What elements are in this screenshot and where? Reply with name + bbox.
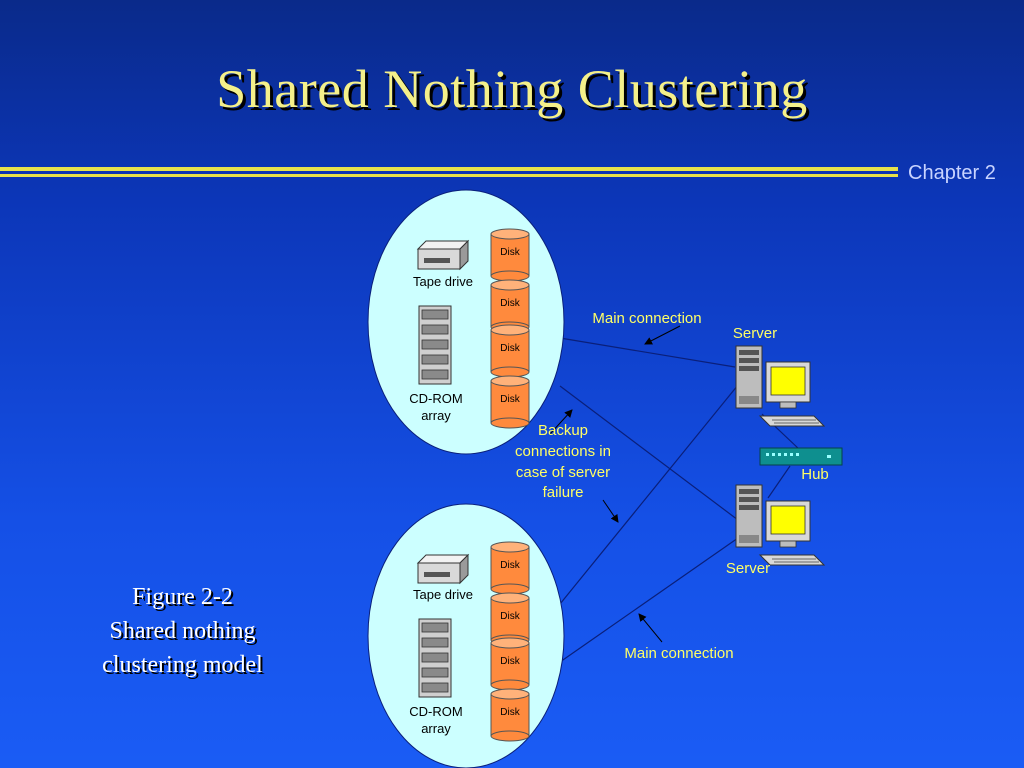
title-rule-lower — [0, 174, 898, 177]
backup-connection-line-bottom — [559, 384, 739, 605]
main-connection-label-bottom: Main connection — [624, 645, 733, 662]
node-bottom-boundary — [367, 503, 565, 768]
disk-label: Disk — [500, 611, 520, 622]
tape-drive-label: Tape drive — [413, 274, 473, 289]
backup-connection-line-top — [559, 385, 739, 521]
cdrom-array-label-line1: CD-ROM — [409, 704, 462, 719]
main-connection-line-bottom — [559, 537, 739, 663]
title-rule — [0, 167, 898, 171]
backup-label-line2: connections in — [515, 443, 611, 460]
disk-label: Disk — [500, 656, 520, 667]
slide-title: Shared Nothing Clustering — [216, 59, 808, 119]
server-bottom-label: Server — [726, 560, 770, 577]
hub-label: Hub — [801, 466, 829, 483]
cdrom-array-label-line2: array — [421, 721, 451, 736]
backup-arrow-down — [602, 499, 619, 523]
server-top-label: Server — [733, 325, 777, 342]
disk-label: Disk — [500, 707, 520, 718]
hub-link-bottom — [767, 465, 791, 499]
caption-line-1: Figure 2-2 — [132, 584, 233, 610]
main-connection-line-top — [559, 337, 736, 368]
cdrom-array-label-line2: array — [421, 408, 451, 423]
server-top-icon — [735, 345, 825, 427]
disk-label: Disk — [500, 394, 520, 405]
cdrom-array-label-line1: CD-ROM — [409, 391, 462, 406]
caption-line-2: Shared nothing — [109, 618, 256, 644]
tape-drive-label: Tape drive — [413, 587, 473, 602]
backup-label-line4: failure — [543, 484, 584, 501]
disk-label: Disk — [500, 560, 520, 571]
tape-drive-icon — [417, 240, 469, 270]
tape-drive-icon — [417, 554, 469, 584]
chapter-label: Chapter 2 — [908, 162, 996, 184]
backup-label-line3: case of server — [516, 464, 610, 481]
node-top-boundary — [367, 189, 565, 455]
caption-line-3: clustering model — [102, 652, 263, 678]
backup-label-line1: Backup — [538, 422, 588, 439]
disk-label: Disk — [500, 247, 520, 258]
cdrom-array-icon — [418, 305, 452, 385]
main-connection-label-top: Main connection — [592, 310, 701, 327]
server-bottom-icon — [735, 484, 825, 566]
cdrom-array-icon — [418, 618, 452, 698]
main-connection-arrow-top — [644, 325, 681, 345]
backup-arrow-up — [549, 409, 573, 435]
main-connection-arrow-bottom — [638, 613, 663, 643]
figure-caption: Figure 2-2 Shared nothing clustering mod… — [60, 580, 305, 682]
node-top: Tape drive CD-ROM array Disk Disk Disk D… — [367, 189, 565, 455]
node-bottom: Tape drive CD-ROM array Disk Disk Disk D… — [367, 503, 565, 768]
disk-label: Disk — [500, 343, 520, 354]
hub-icon — [759, 447, 843, 466]
disk-label: Disk — [500, 298, 520, 309]
